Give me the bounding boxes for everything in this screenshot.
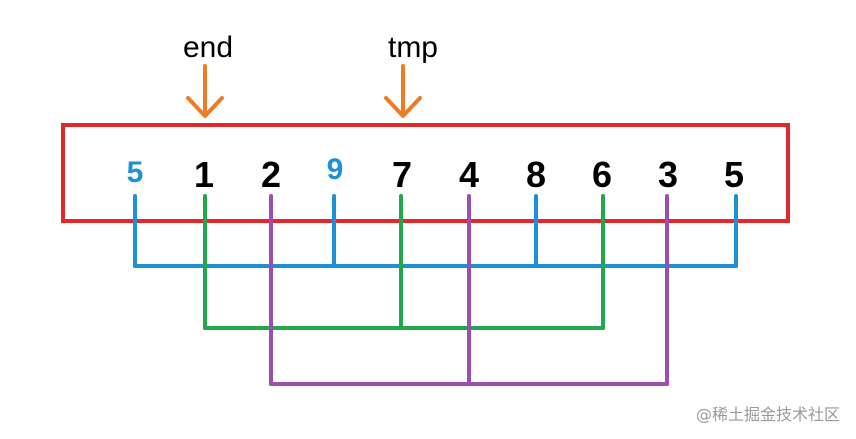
group-connectors [133,194,738,386]
array-value-0: 5 [127,156,144,189]
array-box [61,123,790,223]
array-value-4: 7 [392,154,412,195]
watermark-text: @稀土掘金技术社区 [696,405,840,424]
array-value-3: 9 [327,153,344,186]
array-value-7: 6 [592,154,612,195]
pointer-label-tmp: tmp [388,31,438,64]
array-value-2: 2 [261,154,281,195]
array-values: 5 1 2 9 7 4 8 6 3 5 [127,153,744,195]
array-value-6: 8 [526,154,546,195]
pointer-label-end: end [183,31,233,64]
array-value-9: 5 [724,154,744,195]
array-value-5: 4 [459,154,479,195]
array-value-8: 3 [658,154,678,195]
pointer-arrow-end [186,64,224,118]
array-value-1: 1 [194,154,214,195]
pointer-arrow-tmp [384,64,422,118]
